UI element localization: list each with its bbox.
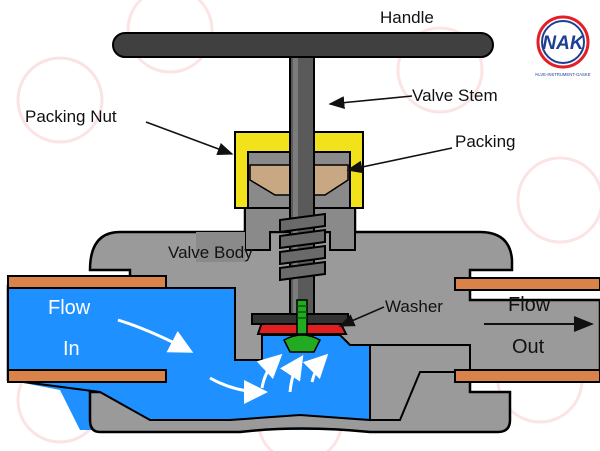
label-valve-stem: Valve Stem xyxy=(412,86,498,105)
stem-threads xyxy=(279,212,326,282)
outlet-pipe xyxy=(454,277,600,383)
inner-chamber xyxy=(7,287,471,422)
label-washer: Washer xyxy=(385,297,443,316)
leader-lines xyxy=(145,95,453,327)
label-flow-out-2: Out xyxy=(512,336,545,358)
label-packing-nut: Packing Nut xyxy=(25,107,117,126)
inlet-pipe xyxy=(7,275,167,383)
label-packing: Packing xyxy=(455,132,516,151)
valve-stem xyxy=(289,49,315,321)
label-handle: Handle xyxy=(380,8,434,27)
label-flow-in-2: In xyxy=(63,338,80,360)
label-valve-body: Valve Body xyxy=(168,243,253,262)
logo-tagline: VALVE-INSTRUMENT-GASKET xyxy=(535,72,591,77)
nak-logo-mark: NAK VALVE-INSTRUMENT-GASKET xyxy=(535,15,591,77)
logo-text: NAK xyxy=(542,33,584,54)
seat-screw xyxy=(283,299,321,353)
nak-logo: NAK VALVE-INSTRUMENT-GASKET xyxy=(535,14,591,84)
flow-arrows xyxy=(117,318,329,404)
label-flow-out-1: Flow xyxy=(508,294,551,316)
handle xyxy=(112,32,494,58)
label-flow-in-1: Flow xyxy=(48,297,91,319)
